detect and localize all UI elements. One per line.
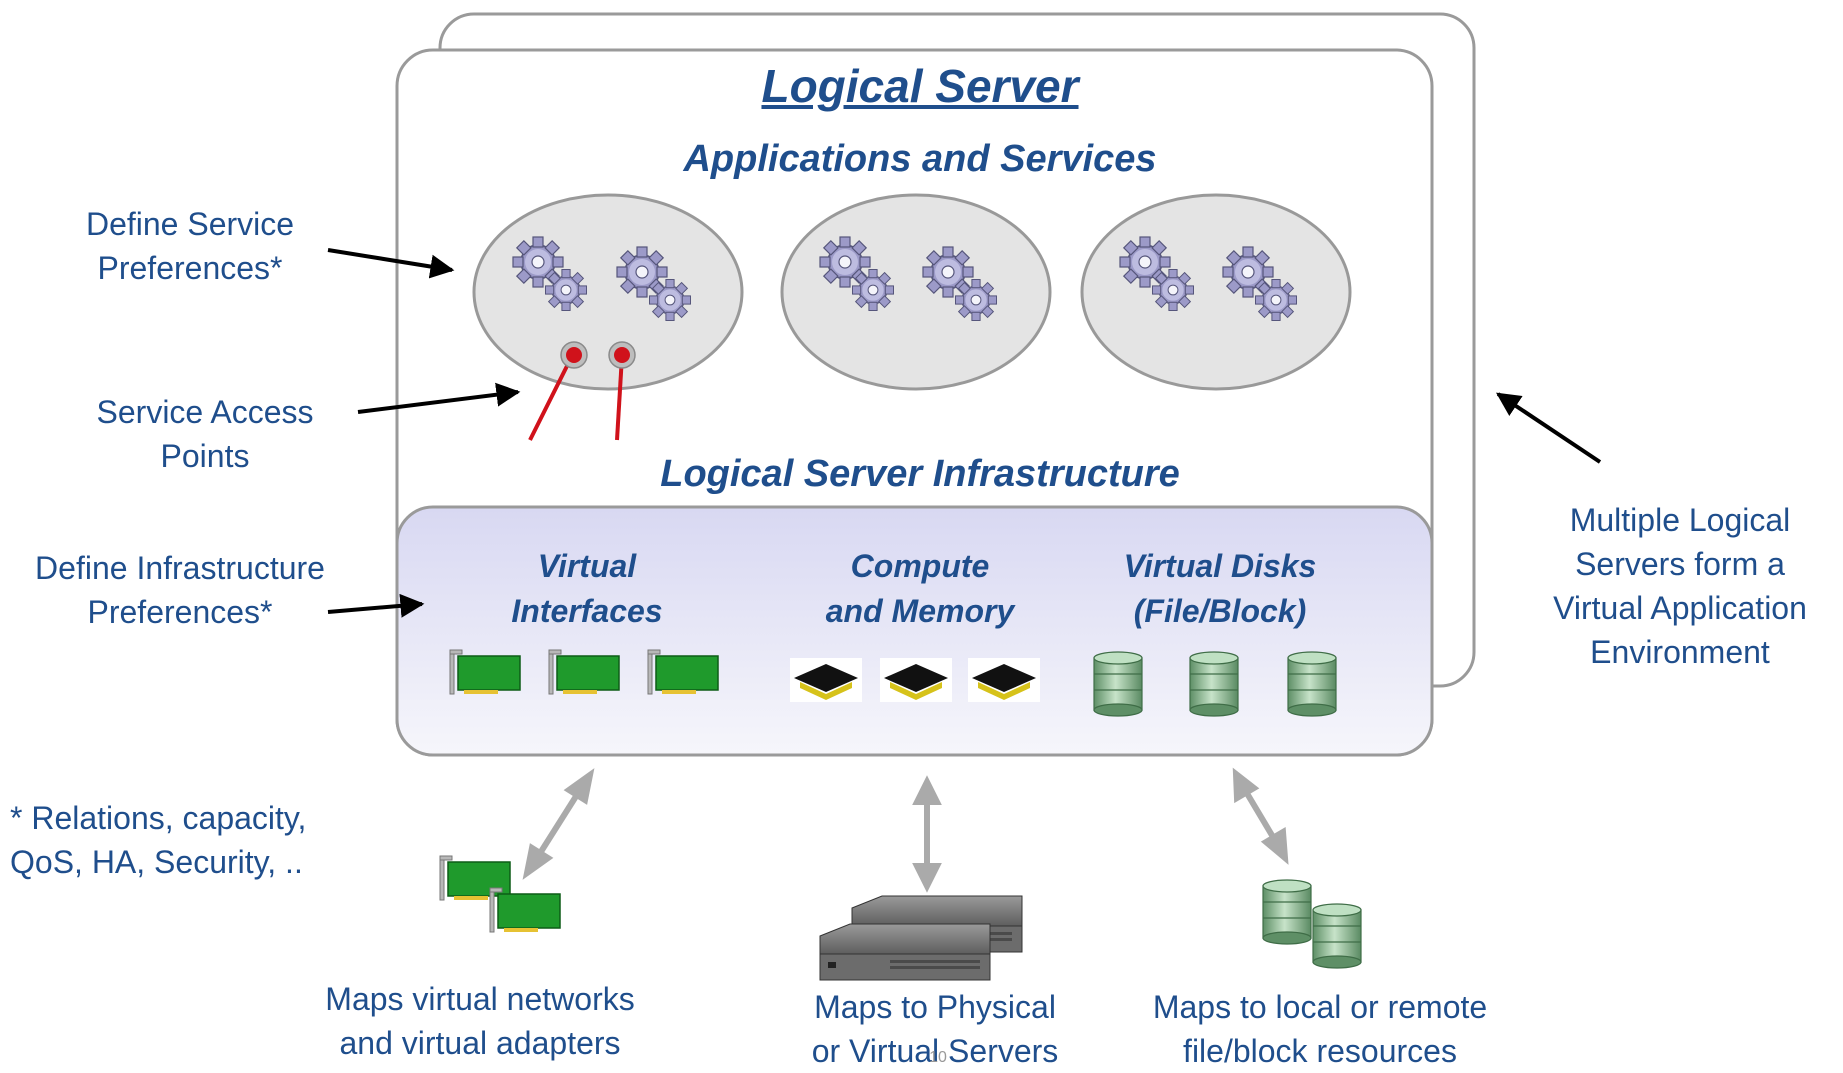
define-infrastructure-preferences-note: Define Infrastructure Preferences* xyxy=(35,550,325,630)
mapping-servers-caption: Maps to Physical or Virtual Servers xyxy=(811,989,1059,1069)
mapping-arrows xyxy=(522,767,1289,893)
footnote: * Relations, capacity, QoS, HA, Security… xyxy=(10,800,307,880)
infrastructure-panel xyxy=(395,505,1434,757)
annotation-arrow xyxy=(327,248,455,279)
define-service-preferences-note: Define Service Preferences* xyxy=(85,206,295,286)
compute-memory-label: Compute and Memory xyxy=(825,548,1015,629)
network-card-icon xyxy=(647,649,719,695)
physical-server-icon xyxy=(819,923,991,981)
service-group-oval xyxy=(472,193,744,391)
annotation-arrow xyxy=(1496,392,1602,464)
virtual-interfaces-label: Virtual Interfaces xyxy=(511,548,663,629)
access-point-line xyxy=(528,355,574,441)
service-group-oval xyxy=(1080,193,1352,391)
virtual-disk-icon xyxy=(1093,651,1143,717)
storage-disk-icon xyxy=(1312,903,1362,969)
mapping-networks-caption: Maps virtual networks and virtual adapte… xyxy=(325,981,635,1061)
annotation-arrow xyxy=(327,593,425,618)
access-point-line xyxy=(615,355,624,441)
processor-chip-icon xyxy=(880,658,952,702)
multiple-servers-note: Multiple Logical Servers form a Virtual … xyxy=(1553,502,1807,670)
annotation-arrow xyxy=(357,382,521,414)
service-group-oval xyxy=(780,193,1052,391)
virtual-disk-icon xyxy=(1287,651,1337,717)
infrastructure-heading: Logical Server Infrastructure xyxy=(660,453,1180,495)
virtual-disk-icon xyxy=(1189,651,1239,717)
service-access-points-note: Service Access Points xyxy=(96,394,314,474)
processor-chip-icon xyxy=(790,658,862,702)
virtual-disks-label: Virtual Disks (File/Block) xyxy=(1123,548,1317,629)
diagram-title: Logical Server xyxy=(761,60,1079,112)
processor-chip-icon xyxy=(968,658,1040,702)
applications-heading: Applications and Services xyxy=(683,138,1157,180)
network-card-icon xyxy=(449,649,521,695)
mapping-storage-caption: Maps to local or remote file/block resou… xyxy=(1152,989,1488,1069)
network-adapter-icon xyxy=(489,887,561,933)
page-number: 10 xyxy=(929,1049,947,1066)
network-card-icon xyxy=(548,649,620,695)
storage-disk-icon xyxy=(1262,879,1312,945)
